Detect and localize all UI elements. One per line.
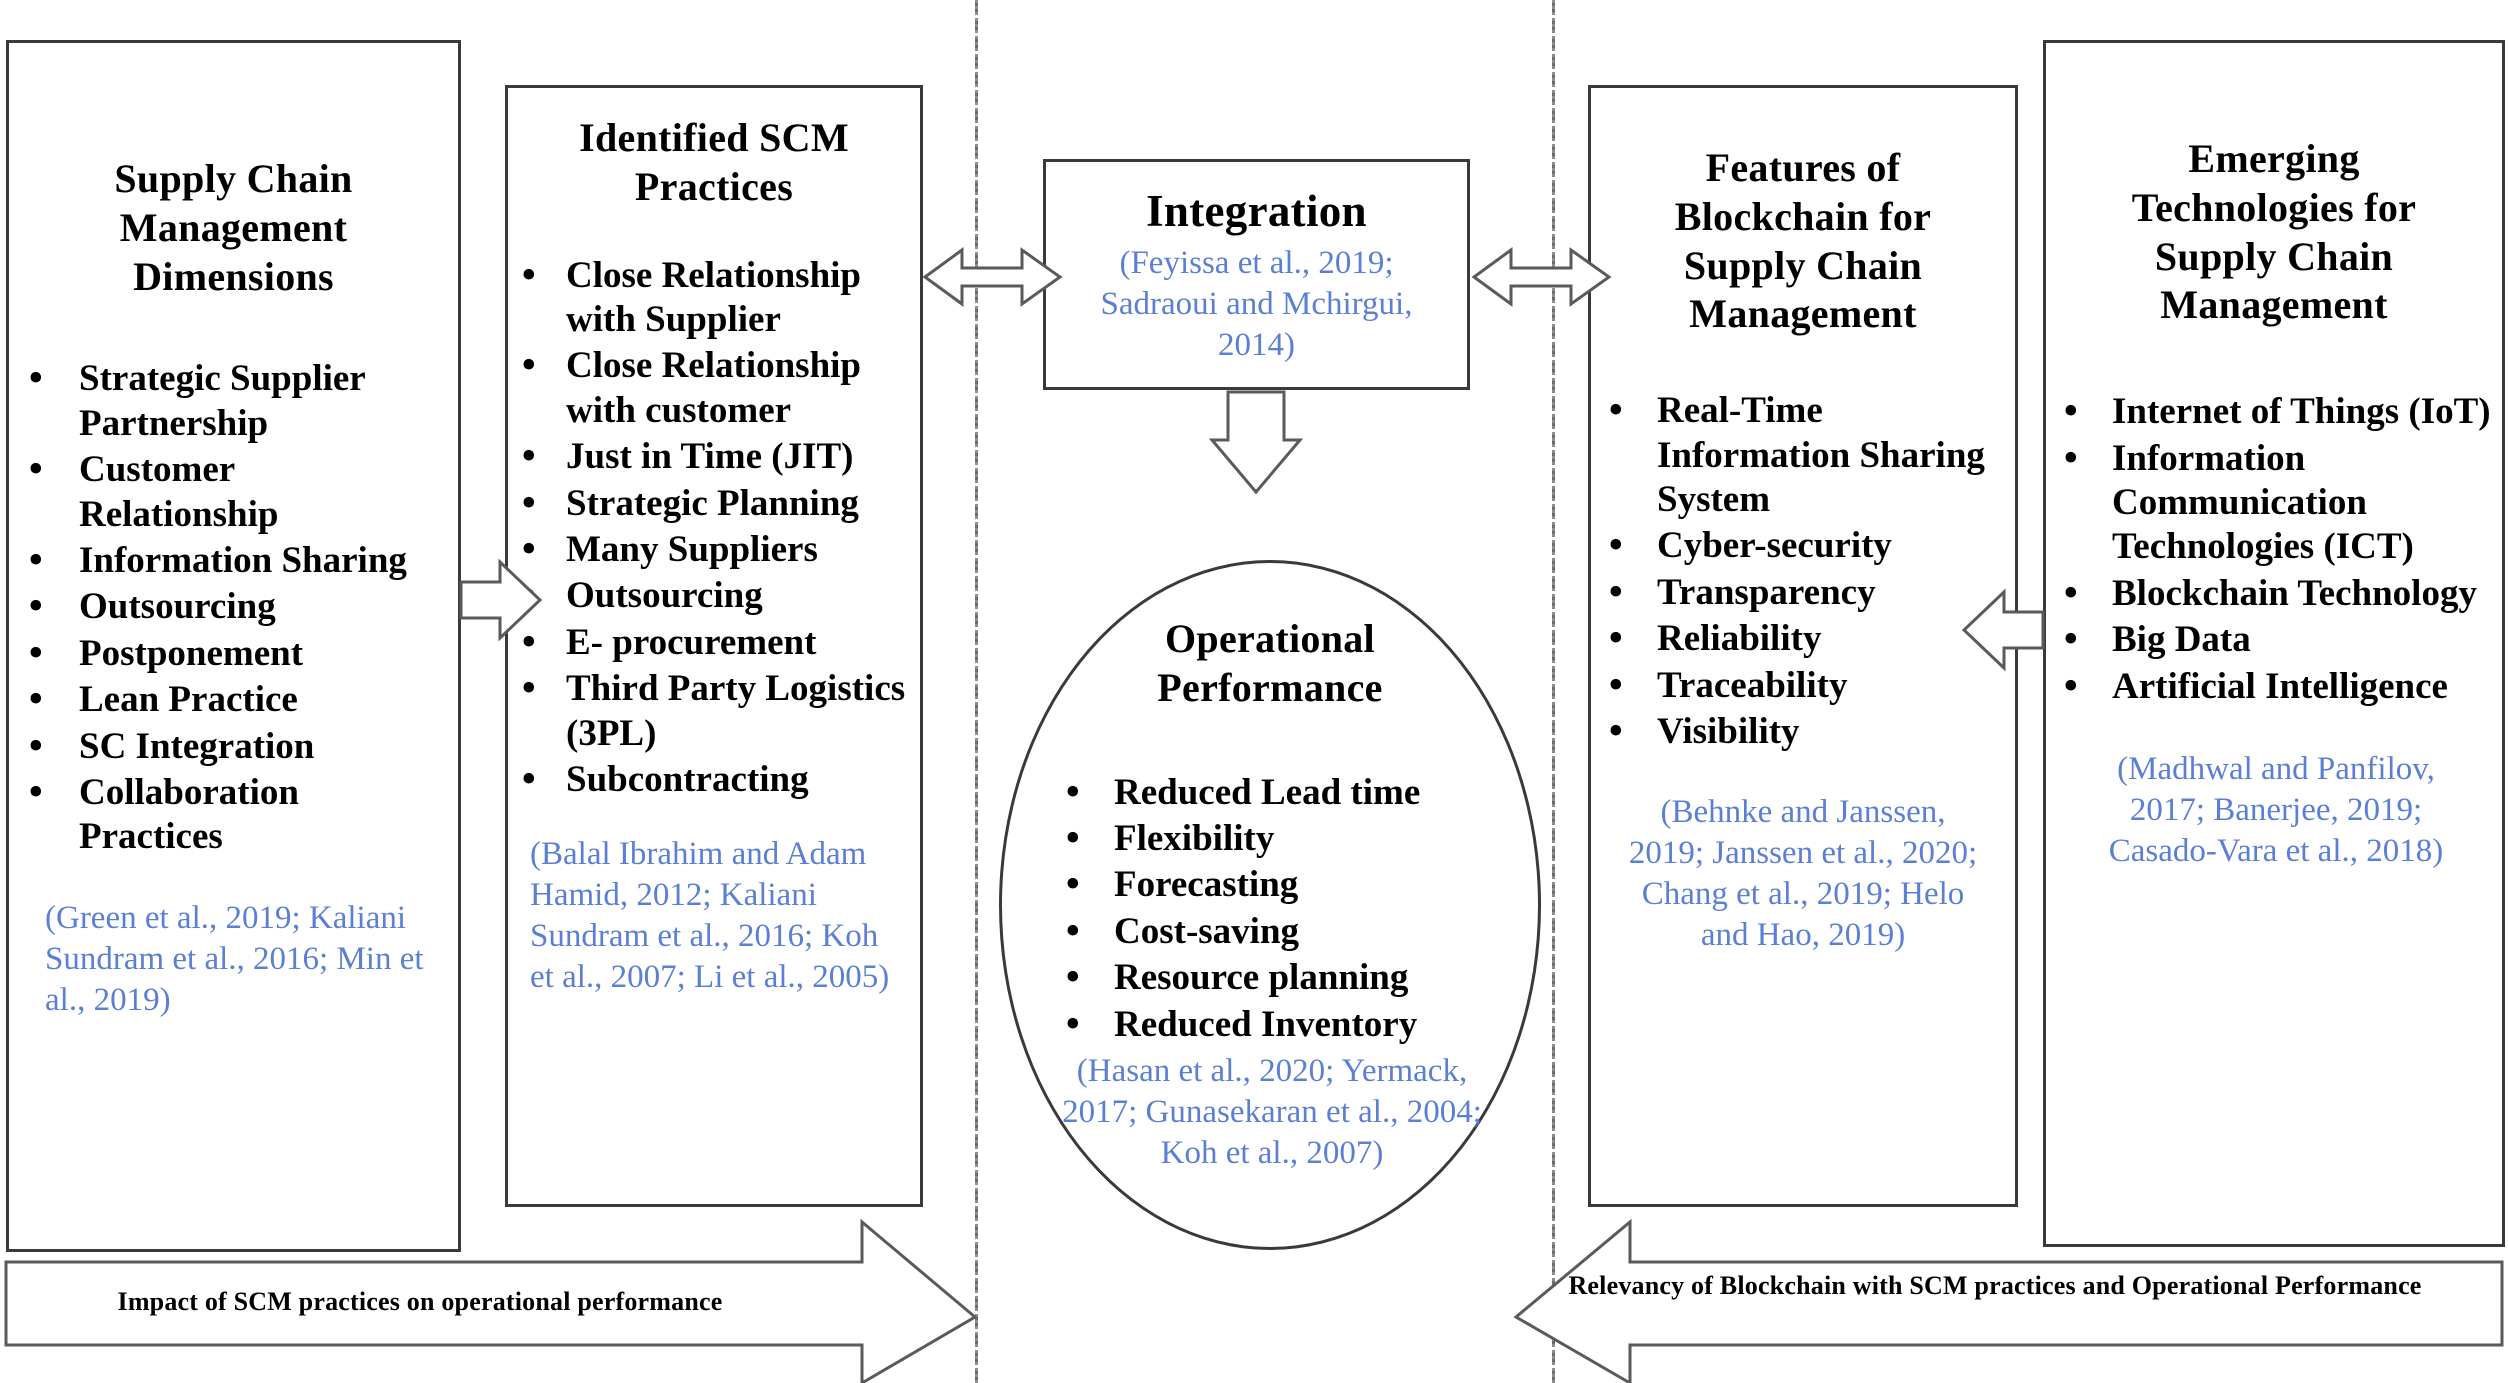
list-item: Flexibility (1058, 815, 1538, 862)
list-item: Visibility (1601, 708, 2009, 755)
list-scm-dimensions: Strategic Supplier Partnership Customer … (21, 355, 442, 860)
panel-title-integration: Integration (1146, 186, 1367, 236)
panel-title-blockchain-features: Features of Blockchain for Supply Chain … (1674, 145, 1932, 337)
banner-label-left: Impact of SCM practices on operational p… (117, 1287, 723, 1316)
list-item: Outsourcing (514, 572, 914, 619)
list-item: Third Party Logistics (3PL) (514, 665, 914, 756)
list-item: Collaboration Practices (21, 769, 442, 860)
list-item: Cost-saving (1058, 908, 1538, 955)
panel-title-scm-dimensions: Supply Chain Management Dimensions (114, 156, 353, 299)
list-item: Artificial Intelligence (2056, 663, 2496, 710)
arrow-practices-to-integration (922, 247, 1063, 307)
citation-emerging-technologies: (Madhwal and Panfilov, 2017; Banerjee, 2… (2108, 750, 2444, 869)
citation-integration: (Feyissa et al., 2019; Sadraoui and Mchi… (1100, 244, 1413, 363)
panel-emerging-technologies[interactable]: Emerging Technologies for Supply Chain M… (2043, 40, 2505, 1247)
list-item: E- procurement (514, 619, 914, 666)
citation-blockchain-features: (Behnke and Janssen, 2019; Janssen et al… (1628, 794, 1978, 954)
list-item: Lean Practice (21, 676, 442, 723)
list-item: Information Communication Technologies (… (2056, 435, 2496, 570)
list-item: Strategic Planning (514, 480, 914, 527)
list-item: Blockchain Technology (2056, 570, 2496, 617)
panel-operational-performance[interactable]: Operational Performance Reduced Lead tim… (999, 560, 1541, 1250)
list-item: Reduced Inventory (1058, 1001, 1538, 1048)
panel-scm-dimensions[interactable]: Supply Chain Management Dimensions Strat… (6, 40, 461, 1252)
list-item: Real-Time Information Sharing System (1601, 387, 2009, 522)
list-blockchain-features: Real-Time Information Sharing System Cyb… (1601, 387, 2009, 755)
list-item: Resource planning (1058, 954, 1538, 1001)
list-item: Forecasting (1058, 861, 1538, 908)
list-scm-practices: Close Relationship with Supplier Close R… (514, 252, 914, 803)
list-item: SC Integration (21, 722, 442, 769)
vertical-divider-left (975, 0, 978, 1383)
list-item: Reliability (1601, 615, 2009, 662)
list-item: Close Relationship with customer (514, 342, 914, 433)
list-item: Internet of Things (IoT) (2056, 388, 2496, 435)
list-item: Subcontracting (514, 756, 914, 803)
panel-title-scm-practices: Identified SCM Practices (579, 115, 849, 209)
banner-label-right: Relevancy of Blockchain with SCM practic… (1568, 1271, 2422, 1300)
citation-operational-performance: (Hasan et al., 2020; Yermack, 2017; Guna… (1062, 1052, 1482, 1171)
list-item: Postponement (21, 630, 442, 677)
list-item: Cyber-security (1601, 522, 2009, 569)
panel-blockchain-features[interactable]: Features of Blockchain for Supply Chain … (1588, 85, 2018, 1207)
list-item: Many Suppliers (514, 526, 914, 573)
citation-scm-dimensions: (Green et al., 2019; Kaliani Sundram et … (45, 899, 424, 1018)
vertical-divider-right (1552, 0, 1555, 1383)
list-item: Information Sharing (21, 537, 442, 584)
panel-title-emerging-technologies: Emerging Technologies for Supply Chain M… (2131, 136, 2417, 328)
list-item: Big Data (2056, 616, 2496, 663)
list-emerging-technologies: Internet of Things (IoT) Information Com… (2056, 388, 2496, 710)
arrow-integration-to-performance (1208, 390, 1304, 495)
list-item: Traceability (1601, 662, 2009, 709)
list-item: Just in Time (JIT) (514, 433, 914, 480)
panel-scm-practices[interactable]: Identified SCM Practices Close Relations… (505, 85, 923, 1207)
citation-scm-practices: (Balal Ibrahim and Adam Hamid, 2012; Kal… (530, 836, 890, 995)
list-operational-performance: Reduced Lead time Flexibility Forecastin… (1058, 769, 1538, 1048)
list-item: Reduced Lead time (1058, 769, 1538, 816)
list-item: Strategic Supplier Partnership (21, 355, 442, 446)
list-item: Transparency (1601, 569, 2009, 616)
panel-title-operational-performance: Operational Performance (1157, 616, 1383, 710)
list-item: Close Relationship with Supplier (514, 252, 914, 343)
list-item: Outsourcing (21, 583, 442, 630)
panel-integration[interactable]: Integration (Feyissa et al., 2019; Sadra… (1043, 159, 1470, 390)
list-item: Customer Relationship (21, 446, 442, 537)
